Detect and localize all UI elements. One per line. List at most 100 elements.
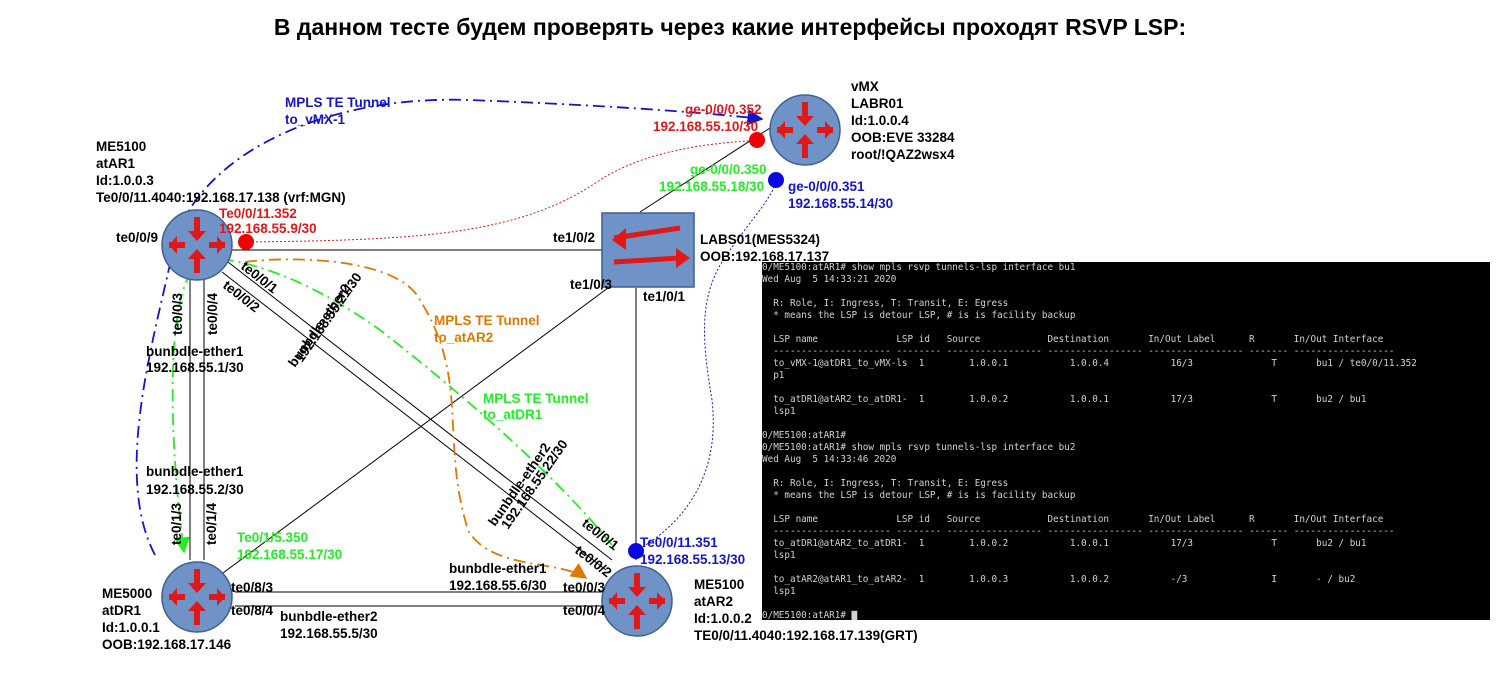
te014-label: te0/1/4 bbox=[204, 502, 219, 545]
atar2-label: TE0/0/11.4040:192.168.17.139(GRT) bbox=[694, 628, 918, 643]
terminal-line: * means the LSP is detour LSP, # is is f… bbox=[762, 310, 1076, 321]
te15350-ip: 192.168.55.17/30 bbox=[237, 547, 342, 562]
atdr1-label: Id:1.0.0.1 bbox=[102, 620, 160, 635]
atar1-label: Id:1.0.0.3 bbox=[96, 173, 154, 188]
link-atar1-atar2-a bbox=[227, 261, 613, 561]
te11352-if: Te0/0/11.352 bbox=[219, 206, 297, 221]
be1c-name: bunbdle-ether1 bbox=[449, 561, 547, 576]
physical-links bbox=[189, 127, 771, 607]
ge350-if: ge-0/0/0.350 bbox=[690, 162, 767, 177]
labs01-label: OOB:192.168.17.137 bbox=[700, 249, 829, 264]
terminal-line: LSP name LSP id Source Destination In/Ou… bbox=[762, 514, 1384, 525]
atar1-label: Te0/0/11.4040:192.168.17.138 (vrf:MGN) bbox=[96, 190, 346, 205]
ge352-ip: 192.168.55.10/30 bbox=[653, 119, 758, 134]
terminal-line: Wed Aug 5 14:33:46 2020 bbox=[762, 454, 897, 465]
terminal-line: R: Role, I: Ingress, T: Transit, E: Egre… bbox=[762, 478, 1009, 489]
te102-label: te1/0/2 bbox=[553, 230, 595, 245]
terminal-line bbox=[762, 562, 1490, 574]
link-atar1-atar2-b bbox=[221, 271, 607, 571]
terminal-line: to_atAR2@atAR1_to_atAR2- 1 1.0.0.3 1.0.0… bbox=[762, 574, 1356, 585]
terminal-line: LSP name LSP id Source Destination In/Ou… bbox=[762, 334, 1384, 345]
te003-atar1: te0/0/3 bbox=[170, 292, 185, 335]
terminal-line: 0/ME5100:atAR1# show mpls rsvp tunnels-l… bbox=[762, 442, 1076, 453]
terminal-line: lsp1 bbox=[762, 586, 796, 597]
ge351-ip: 192.168.55.14/30 bbox=[788, 196, 893, 211]
te083-label: te0/8/3 bbox=[231, 580, 274, 595]
te084-label: te0/8/4 bbox=[231, 603, 274, 618]
if-dot-te11352 bbox=[238, 234, 254, 250]
page-title: В данном тесте будем проверять через как… bbox=[273, 14, 1187, 40]
te15350-if: Te0/1/5.350 bbox=[237, 530, 308, 545]
terminal-line: lsp1 bbox=[762, 550, 796, 561]
tunnel-vmx-label-1: MPLS TE Tunnel bbox=[285, 95, 391, 110]
terminal-line bbox=[762, 418, 1490, 430]
router-icon bbox=[161, 561, 233, 633]
atdr1-label: ME5000 bbox=[102, 586, 152, 601]
terminal-line: 0/ME5100:atAR1# bbox=[762, 430, 846, 441]
tunnel-vmx-label-2: to_vMX-1 bbox=[285, 112, 346, 127]
if-dot-ge352 bbox=[749, 132, 765, 148]
atar1-label: ME5100 bbox=[96, 139, 146, 154]
vmx-label: LABR01 bbox=[851, 96, 904, 111]
be1a-ip: 192.168.55.1/30 bbox=[146, 360, 244, 375]
tunnel-atdr1-label-2: to_atDR1 bbox=[483, 407, 543, 422]
ge350-ip: 192.168.55.18/30 bbox=[659, 179, 764, 194]
be2c-ip: 192.168.55.5/30 bbox=[280, 626, 378, 641]
terminal-line bbox=[762, 466, 1490, 478]
tunnel-atar2-label-1: MPLS TE Tunnel bbox=[434, 313, 540, 328]
terminal-line: --------------------- -------- ---------… bbox=[762, 526, 1395, 537]
terminal-line bbox=[762, 382, 1490, 394]
atar2-label: ME5100 bbox=[694, 577, 744, 592]
te004-atar1: te0/0/4 bbox=[205, 292, 220, 335]
switch-icon bbox=[601, 212, 695, 288]
tunnel-to-vmx-1 bbox=[135, 98, 764, 556]
tunnel-to-atdr1 bbox=[171, 257, 613, 554]
link-blue-dotted bbox=[635, 181, 777, 552]
terminal-line bbox=[762, 502, 1490, 514]
be2c-name: bunbdle-ether2 bbox=[280, 609, 378, 624]
terminal-line: R: Role, I: Ingress, T: Transit, E: Egre… bbox=[762, 298, 1009, 309]
link-labs01-atdr1 bbox=[199, 284, 613, 591]
te003-atar2: te0/0/3 bbox=[563, 580, 606, 595]
terminal-line: to_vMX-1@atDR1_to_vMX-ls 1 1.0.0.1 1.0.0… bbox=[762, 358, 1417, 369]
terminal-line: * means the LSP is detour LSP, # is is f… bbox=[762, 490, 1076, 501]
atar2-label: Id:1.0.0.2 bbox=[694, 611, 752, 626]
be2a-ip: 192.168.55.21/30 bbox=[292, 270, 365, 365]
terminal-line: 0/ME5100:atAR1# ▇ bbox=[762, 610, 858, 620]
terminal-line: --------------------- -------- ---------… bbox=[762, 346, 1395, 357]
router-icon bbox=[601, 565, 673, 637]
vmx-label: Id:1.0.0.4 bbox=[851, 113, 909, 128]
terminal-line: to_atDR1@atAR2_to_atDR1- 1 1.0.0.2 1.0.0… bbox=[762, 538, 1367, 549]
terminal-line: 0/ME5100:atAR1# show mpls rsvp tunnels-l… bbox=[762, 262, 1076, 273]
terminal-line: lsp1 bbox=[762, 406, 796, 417]
tunnel-to-atar2 bbox=[244, 258, 588, 579]
terminal-line: Wed Aug 5 14:33:21 2020 bbox=[762, 274, 897, 285]
atdr1-label: OOB:192.168.17.146 bbox=[102, 637, 232, 652]
terminal-line bbox=[762, 598, 1490, 610]
atar2-label: atAR2 bbox=[694, 594, 733, 609]
labs01-label: LABS01(MES5324) bbox=[700, 232, 820, 247]
te009-label: te0/0/9 bbox=[116, 230, 158, 245]
terminal-window[interactable]: 0/ME5100:atAR1# show mpls rsvp tunnels-l… bbox=[762, 262, 1490, 620]
te103-label: te1/0/3 bbox=[570, 277, 613, 292]
be1b-ip: 192.168.55.2/30 bbox=[146, 482, 244, 497]
terminal-line bbox=[762, 286, 1490, 298]
be1a-name: bunbdle-ether1 bbox=[146, 344, 244, 359]
te004-atar2: te0/0/4 bbox=[563, 603, 606, 618]
link-red-dotted bbox=[247, 139, 766, 243]
be1b-name: bunbdle-ether1 bbox=[146, 464, 244, 479]
te101-label: te1/0/1 bbox=[643, 289, 686, 304]
ge352-if: ge-0/0/0.352 bbox=[685, 102, 762, 117]
te11351-ip: 192.168.55.13/30 bbox=[640, 552, 745, 567]
terminal-output: 0/ME5100:atAR1# show mpls rsvp tunnels-l… bbox=[762, 262, 1490, 620]
terminal-line bbox=[762, 322, 1490, 334]
vmx-label: OOB:EVE 33284 bbox=[851, 130, 955, 145]
tunnel-atar2-label-2: to_atAR2 bbox=[434, 330, 493, 345]
atar1-label: atAR1 bbox=[96, 156, 136, 171]
terminal-line: p1 bbox=[762, 370, 785, 381]
router-icon bbox=[769, 94, 841, 166]
if-dot-ge351 bbox=[768, 172, 784, 188]
te013-label: te0/1/3 bbox=[169, 502, 184, 545]
ge351-if: ge-0/0/0.351 bbox=[788, 179, 865, 194]
